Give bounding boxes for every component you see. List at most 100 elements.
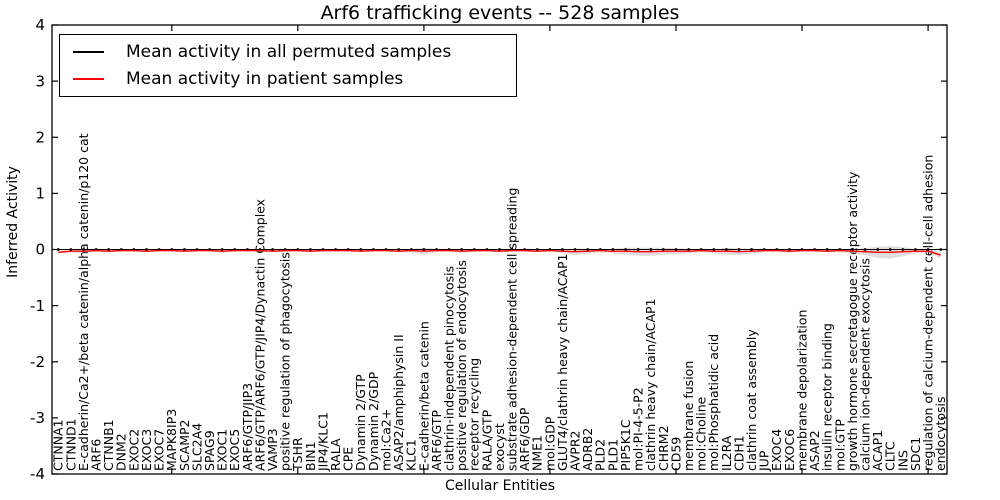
legend-item-permuted: Mean activity in all permuted samples <box>60 42 516 62</box>
x-tick-label: PLD2 <box>593 439 608 471</box>
x-tick-label: mol:Phosphatidic acid <box>706 334 721 471</box>
data-point-marker <box>788 248 791 251</box>
data-point-marker <box>712 248 716 251</box>
y-tick-label: 3 <box>35 72 45 90</box>
x-tick-label: E-cadherin/beta catenin <box>416 321 431 471</box>
x-tick-label: mol:Choline <box>694 396 709 471</box>
data-point-marker <box>611 248 615 251</box>
y-tick-label: -4 <box>30 465 45 483</box>
x-tick-label: mol:GTP <box>832 419 847 471</box>
x-tick-label: clathrin heavy chain/ACAP1 <box>643 298 658 471</box>
data-point-marker <box>914 248 917 251</box>
legend: Mean activity in all permuted samples Me… <box>59 34 517 97</box>
y-tick-label: 2 <box>35 128 45 146</box>
legend-label-permuted: Mean activity in all permuted samples <box>126 42 452 62</box>
x-tick-label: EXOC6 <box>782 429 797 471</box>
x-tick-label: substrate adhesion-dependent cell spread… <box>505 188 520 471</box>
x-tick-label: Dynamin 2/GDP <box>366 371 381 471</box>
x-tick-label: mol:PI-4-5-P2 <box>631 387 646 471</box>
x-tick-label: GLUT4/clathrin heavy chain/ACAP1 <box>555 253 570 471</box>
data-point-marker <box>309 248 312 251</box>
x-tick-label: INS <box>895 450 910 471</box>
legend-label-patient: Mean activity in patient samples <box>126 69 404 89</box>
data-point-marker <box>636 248 640 251</box>
x-tick-label: SCAMP2 <box>177 420 192 472</box>
x-tick-label: JIP4/KLC1 <box>315 412 330 472</box>
x-tick-label: CD59 <box>668 437 683 471</box>
x-tick-label: positive regulation of endocytosis <box>454 260 469 471</box>
y-tick-label: -3 <box>30 409 45 427</box>
data-point-marker <box>737 248 741 251</box>
x-tick-label: PLD1 <box>605 439 620 471</box>
data-point-marker <box>939 248 943 251</box>
data-point-marker <box>851 248 854 251</box>
x-tick-label: NME1 <box>530 435 545 471</box>
data-point-marker <box>863 248 867 251</box>
patient-mean-line <box>58 249 941 256</box>
data-point-marker <box>145 248 148 251</box>
data-point-marker <box>271 248 274 251</box>
x-tick-label: calcium ion-dependent exocytosis <box>857 258 872 471</box>
data-point-marker <box>573 248 577 251</box>
x-tick-label: CTNND1 <box>63 418 78 471</box>
x-tick-label: E-cadherin/Ca2+/beta catenin/alpha caten… <box>76 133 91 471</box>
y-tick-label: 1 <box>35 185 45 203</box>
x-tick-label: mol:GDP <box>542 416 557 471</box>
x-tick-label: SPAG9 <box>202 430 217 471</box>
x-tick-label: CHRM2 <box>656 425 671 471</box>
legend-item-patient: Mean activity in patient samples <box>60 69 516 89</box>
x-tick-label: positive regulation of phagocytosis <box>278 252 293 471</box>
data-point-marker <box>535 248 539 251</box>
data-point-marker <box>220 248 224 251</box>
x-tick-label: IL2RA <box>719 435 734 471</box>
x-tick-label: clathrin-independent pinocytosis <box>441 266 456 471</box>
x-tick-label: receptor recycling <box>467 358 482 471</box>
x-tick-label: regulation of calcium-dependent cell-cel… <box>920 155 935 471</box>
data-point-marker <box>876 248 880 251</box>
x-tick-label: CTNNA1 <box>51 419 66 471</box>
data-point-marker <box>586 248 590 251</box>
data-point-marker <box>359 248 363 251</box>
data-point-marker <box>56 248 60 251</box>
x-tick-label: endocytosis <box>933 396 948 471</box>
x-tick-label: ARF6/GTP/JIP3 <box>240 383 255 471</box>
x-tick-label: ARF6/GTP/ARF6/GTP/JIP4/Dynactin Complex <box>252 199 267 471</box>
data-point-marker <box>926 248 930 251</box>
y-tick-label: -2 <box>30 353 45 371</box>
data-point-marker <box>561 248 564 251</box>
x-tick-label: ASAP2 <box>807 430 822 471</box>
x-tick-label: EXOC4 <box>769 429 784 471</box>
x-tick-label: CPE <box>341 447 356 471</box>
y-tick-label: 4 <box>35 16 45 34</box>
data-point-marker <box>498 248 501 251</box>
confidence-band <box>58 246 941 259</box>
x-tick-label: EXOC1 <box>215 429 230 471</box>
x-tick-label: TSHR <box>290 437 305 472</box>
data-point-marker <box>69 248 73 251</box>
x-tick-label: ARF6 <box>89 439 104 471</box>
x-tick-label: growth hormone secretagogue receptor act… <box>845 171 860 471</box>
x-tick-label: exocyst <box>492 423 507 471</box>
x-tick-label: RALA <box>328 438 343 471</box>
x-tick-label: CDH1 <box>731 435 746 471</box>
x-tick-label: CTNNB1 <box>101 419 116 471</box>
x-tick-label: ADRB2 <box>580 428 595 471</box>
x-tick-label: RALA/GTP <box>479 409 494 471</box>
data-point-marker <box>825 248 829 251</box>
data-point-marker <box>82 248 85 251</box>
x-tick-label: DNM2 <box>114 433 129 471</box>
data-point-marker <box>649 248 653 251</box>
x-tick-label: BIN1 <box>303 441 318 471</box>
data-point-marker <box>888 248 892 251</box>
x-tick-label: JUP <box>757 450 772 472</box>
data-point-marker <box>422 248 426 251</box>
x-tick-label: AVPR2 <box>568 431 583 471</box>
x-tick-label: mol:Ca2+ <box>378 409 393 471</box>
x-tick-label: CLTC <box>883 441 898 471</box>
data-point-marker <box>662 248 665 251</box>
x-tick-label: EXOC2 <box>126 429 141 471</box>
x-tick-label: ARF6/GDP <box>517 407 532 471</box>
data-point-marker <box>624 248 627 251</box>
x-tick-label: membrane fusion <box>681 361 696 471</box>
